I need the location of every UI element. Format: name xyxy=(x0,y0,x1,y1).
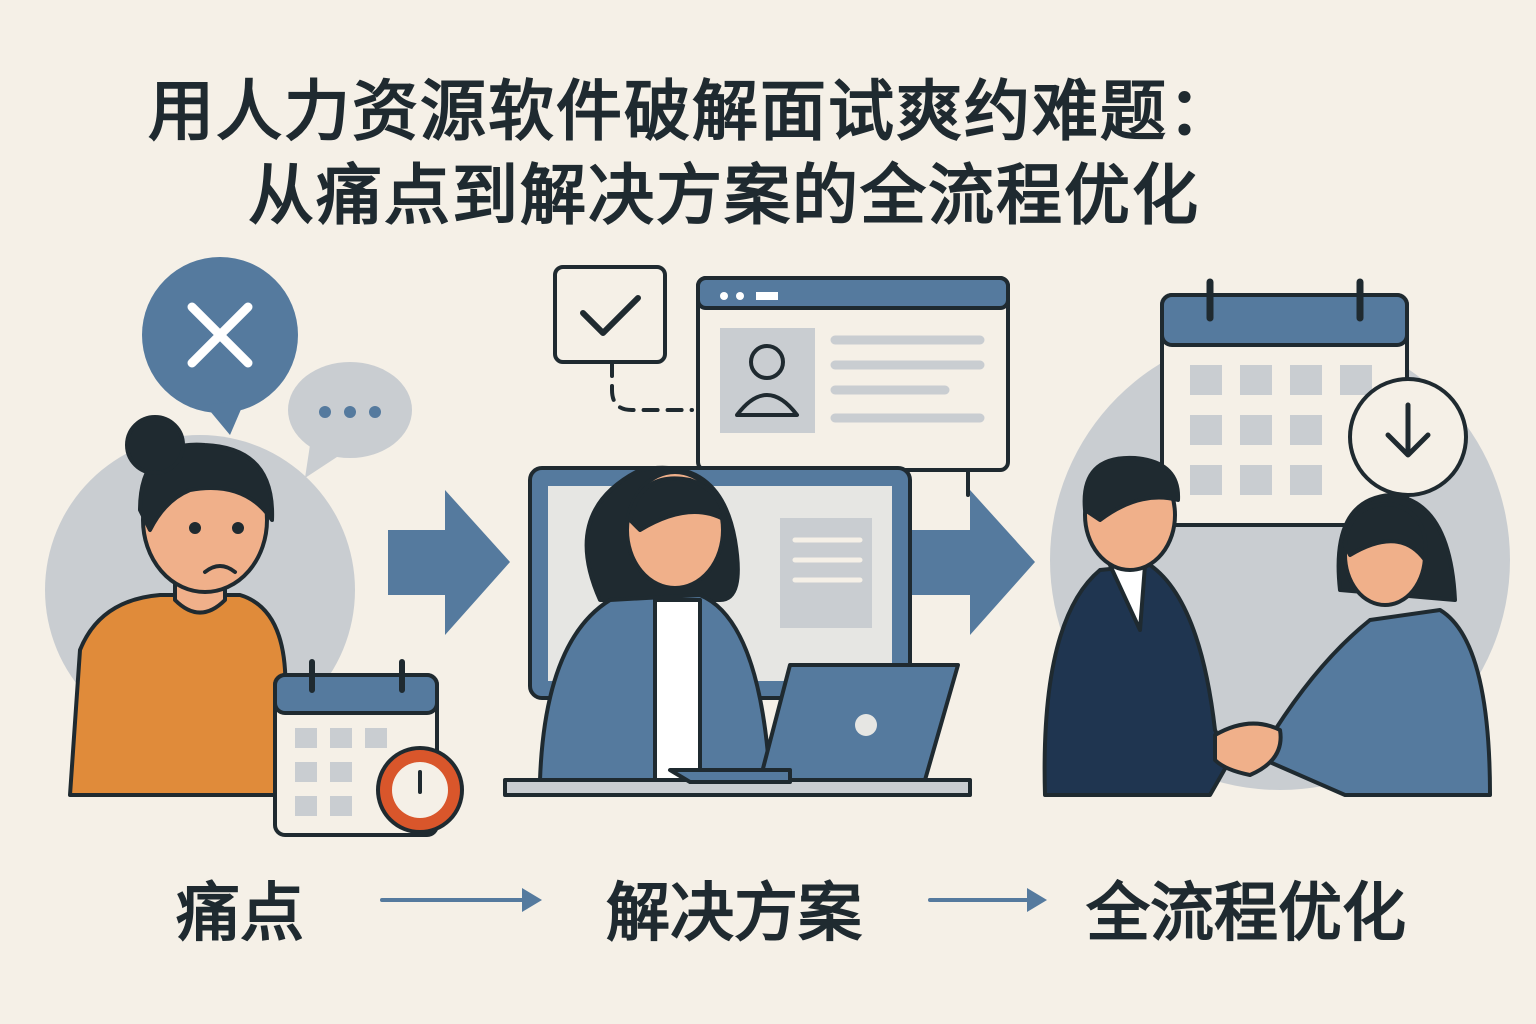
step-label-solution: 解决方案 xyxy=(606,877,862,951)
pain-point-scene xyxy=(45,257,464,837)
x-speech-bubble-icon xyxy=(142,257,298,435)
download-clock-icon xyxy=(1348,377,1468,497)
arrow-right-icon xyxy=(912,490,1035,635)
step-label-pain-point: 痛点 xyxy=(176,877,304,951)
title-line-1: 用人力资源软件破解面试爽约难题： xyxy=(148,73,1236,150)
arrow-right-icon xyxy=(388,490,510,635)
candidate-profile-window xyxy=(696,276,1010,497)
solution-scene xyxy=(503,265,1010,797)
step-label-optimization: 全流程优化 xyxy=(1086,877,1406,951)
alarm-clock-icon xyxy=(376,746,464,834)
flow-arrow-1 xyxy=(380,888,542,912)
large-calendar-icon xyxy=(1160,278,1409,527)
handshake-icon xyxy=(1213,721,1283,777)
laptop-icon xyxy=(668,663,960,784)
man-shaking-hands xyxy=(1042,455,1232,797)
checkbox-icon xyxy=(553,265,694,412)
title-line-2: 从痛点到解决方案的全流程优化 xyxy=(248,157,1200,234)
optimization-scene xyxy=(1042,278,1510,797)
worried-woman xyxy=(68,415,288,797)
woman-at-laptop xyxy=(538,465,772,782)
flow-arrow-2 xyxy=(928,888,1047,912)
ellipsis-speech-bubble-icon xyxy=(288,362,412,478)
woman-shaking-hands xyxy=(1263,493,1492,797)
